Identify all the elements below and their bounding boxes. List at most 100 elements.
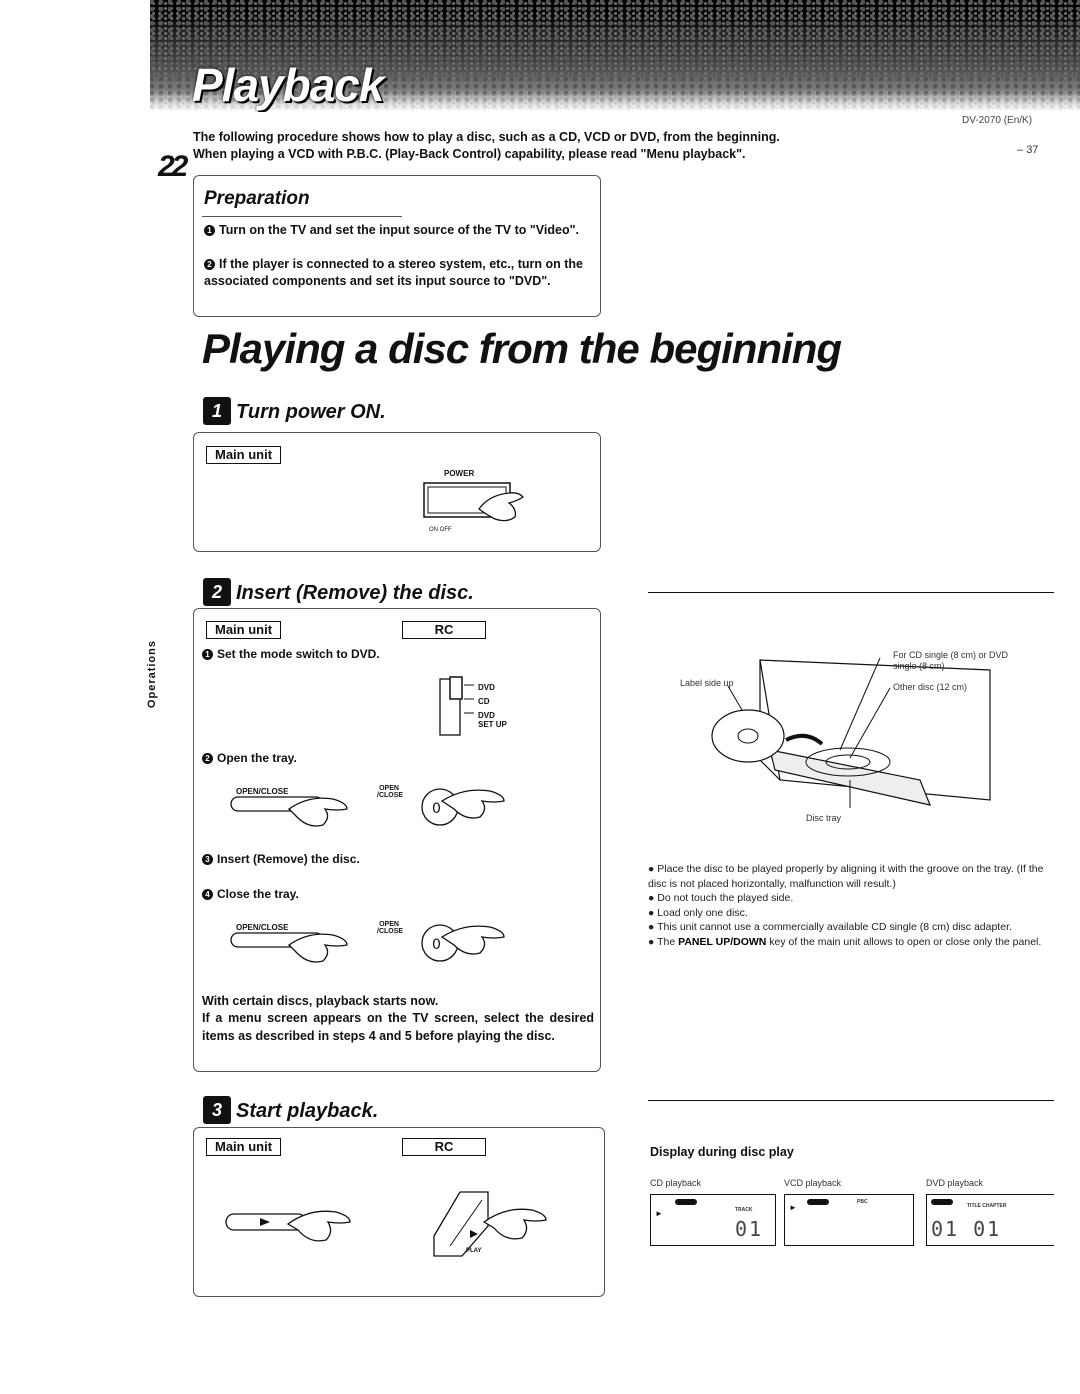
step-2-note-1: With certain discs, playback starts now. (202, 994, 439, 1008)
bullet-item: ● Do not touch the played side. (648, 892, 794, 904)
step-number-icon: 3 (202, 854, 213, 865)
step-1-title: Turn power ON. (236, 401, 386, 423)
open-close-button-illustration (230, 796, 348, 827)
bullet-text: Do not touch the played side. (657, 892, 794, 904)
disc-tray-illustration (711, 657, 991, 808)
step-3-badge: 3 (203, 1096, 231, 1124)
section-sidebar: Operations (146, 640, 158, 709)
step-1-badge: 1 (203, 397, 231, 425)
power-switch-label: ON OFF (429, 527, 452, 533)
display-label: CD playback (650, 1178, 702, 1188)
open-close-label: OPEN/CLOSE (236, 787, 289, 796)
display-vcd: VCD playback ► PBC (784, 1178, 914, 1246)
rc-tag: RC (402, 621, 486, 639)
step-2-title: Insert (Remove) the disc. (236, 582, 474, 604)
preparation-item-1: 1 Turn on the TV and set the input source… (204, 222, 592, 239)
display-indicator: PBC (857, 1199, 868, 1205)
preparation-box: Preparation 1 Turn on the TV and set the … (193, 175, 601, 317)
preparation-title: Preparation (204, 188, 310, 209)
step-2-sub-4-text: Close the tray. (217, 887, 299, 901)
svg-text:0: 0 (432, 801, 441, 817)
display-panel: ► TRACK 01 (650, 1194, 776, 1246)
step-2-sub-1-text: Set the mode switch to DVD. (217, 647, 380, 661)
open-close-label: OPEN/CLOSE (236, 923, 289, 932)
rc-open-close-button-illustration: 0 (421, 788, 505, 826)
item-number: 1 (204, 225, 215, 236)
step-number-icon: 2 (202, 753, 213, 764)
switch-option-dvd: DVD (478, 683, 495, 692)
intro-line-1: The following procedure shows how to pla… (193, 130, 780, 144)
disc-indicator-icon (931, 1199, 953, 1205)
play-button-illustration (225, 1210, 351, 1242)
switch-option-dvd-setup: DVD SET UP (478, 711, 507, 729)
display-label: DVD playback (926, 1178, 984, 1188)
reference-page-number: 37 (1026, 144, 1039, 156)
main-unit-tag: Main unit (206, 1138, 282, 1156)
preparation-item-text: If the player is connected to a stereo s… (204, 257, 583, 288)
rc-play-button-illustration (433, 1191, 547, 1257)
step-2-sub-1: 1 Set the mode switch to DVD. (202, 647, 380, 661)
step-2-note-2: If a menu screen appears on the TV scree… (202, 1011, 594, 1043)
play-indicator-icon: ► (789, 1203, 797, 1212)
disc-indicator-icon (807, 1199, 829, 1205)
rc-open-close-label: OPEN /CLOSE (377, 921, 404, 935)
label-side-caption: Label side up (680, 678, 734, 688)
step-number-icon: 1 (202, 649, 213, 660)
header-banner: Playback (150, 0, 1080, 112)
step-2-badge: 2 (203, 578, 231, 606)
step-number-icon: 4 (202, 889, 213, 900)
bullet-item: ● This unit cannot use a commercially av… (648, 921, 1012, 933)
disc-tray-caption: Disc tray (806, 813, 842, 823)
play-indicator-icon: ► (655, 1209, 663, 1218)
bullet-text: This unit cannot use a commercially avai… (657, 921, 1012, 933)
reference-page: – 37 (1017, 144, 1039, 156)
display-cd: CD playback ► TRACK 01 (650, 1178, 776, 1246)
step-2-bullet-list: ● Place the disc to be played properly b… (648, 862, 1056, 949)
rc-tag: RC (402, 1138, 486, 1156)
other-disc-caption: Other disc (12 cm) (893, 682, 968, 692)
display-dvd: DVD playback TITLE CHAPTER 01 01 (926, 1178, 1054, 1246)
main-unit-tag: Main unit (206, 621, 282, 639)
display-panel: ► PBC (784, 1194, 914, 1246)
column-rule (648, 1100, 1054, 1101)
display-indicator: TRACK (735, 1207, 753, 1213)
item-number: 2 (204, 259, 215, 270)
main-unit-tag: Main unit (206, 446, 282, 464)
step-3-box: Main unit RC PLAY (193, 1127, 605, 1297)
page-number: 22 (158, 150, 188, 183)
display-readout: 01 01 (931, 1217, 1002, 1241)
banner-title: Playback (192, 59, 384, 111)
bullet-text: Place the disc to be played properly by … (648, 863, 1044, 890)
open-close-button-illustration (230, 932, 348, 963)
display-heading: Display during disc play (650, 1145, 794, 1159)
power-label: POWER (444, 469, 475, 478)
disc-indicator-icon (675, 1199, 697, 1205)
preparation-rule (202, 216, 402, 217)
switch-option-cd: CD (478, 697, 490, 706)
bullet-text: The PANEL UP/DOWN key of the main unit a… (657, 935, 1042, 948)
rc-open-close-label: OPEN /CLOSE (377, 785, 404, 799)
step-2-sub-3: 3 Insert (Remove) the disc. (202, 852, 360, 866)
intro-line-2: When playing a VCD with P.B.C. (Play-Bac… (193, 147, 746, 161)
cd-single-caption: For CD single (8 cm) or DVD single (8 cm… (893, 650, 1009, 671)
bullet-item: ● Load only one disc. (648, 906, 748, 919)
step-2-sub-3-text: Insert (Remove) the disc. (217, 852, 360, 866)
rc-open-close-button-illustration: 0 (421, 924, 505, 962)
model-code: DV-2070 (En/K) (962, 115, 1033, 126)
display-indicator: TITLE CHAPTER (967, 1203, 1007, 1209)
power-button-illustration (423, 482, 524, 522)
bullet-text: Load only one disc. (657, 906, 748, 919)
step-3-title: Start playback. (236, 1100, 379, 1122)
display-panel: TITLE CHAPTER 01 01 (926, 1194, 1054, 1246)
panel-key-name: PANEL UP/DOWN (678, 935, 767, 948)
bullet-item: ● Place the disc to be played properly b… (648, 863, 1044, 890)
step-2-box: Main unit RC 1 Set the mode switch to DVD… (193, 608, 601, 1072)
column-rule (648, 592, 1054, 593)
display-label: VCD playback (784, 1178, 842, 1188)
step-2-sub-2-text: Open the tray. (217, 751, 297, 765)
play-label: PLAY (466, 1248, 482, 1254)
main-title: Playing a disc from the beginning (202, 325, 842, 372)
preparation-item-text: Turn on the TV and set the input source … (219, 223, 580, 237)
svg-text:0: 0 (432, 937, 441, 953)
